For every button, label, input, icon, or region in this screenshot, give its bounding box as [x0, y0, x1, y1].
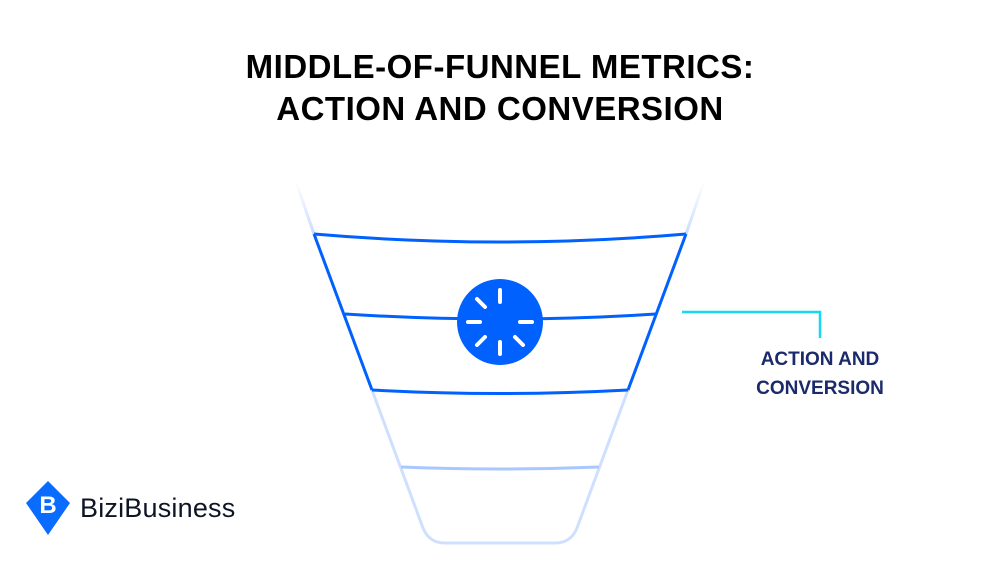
callout-label: ACTION AND CONVERSION: [720, 345, 920, 403]
brand-logo-icon: B: [26, 481, 70, 535]
funnel-top-faint: [294, 181, 706, 235]
brand-name: BiziBusiness: [80, 492, 236, 523]
callout-line-2: CONVERSION: [756, 378, 884, 399]
title-line-2: ACTION AND CONVERSION: [276, 90, 724, 127]
title-line-1: MIDDLE-OF-FUNNEL METRICS:: [245, 48, 755, 85]
funnel-middle-stage: [312, 232, 688, 395]
funnel-stage-4-line: [400, 465, 600, 471]
page-title: MIDDLE-OF-FUNNEL METRICS: ACTION AND CON…: [0, 46, 1000, 130]
funnel-bottom-faint: [370, 389, 630, 545]
callout-line-1: ACTION AND: [760, 349, 880, 370]
svg-text:B: B: [39, 492, 56, 519]
loading-spinner-icon: [457, 279, 543, 365]
brand-logo: B BiziBusiness: [24, 479, 235, 537]
callout-connector: [682, 310, 822, 338]
